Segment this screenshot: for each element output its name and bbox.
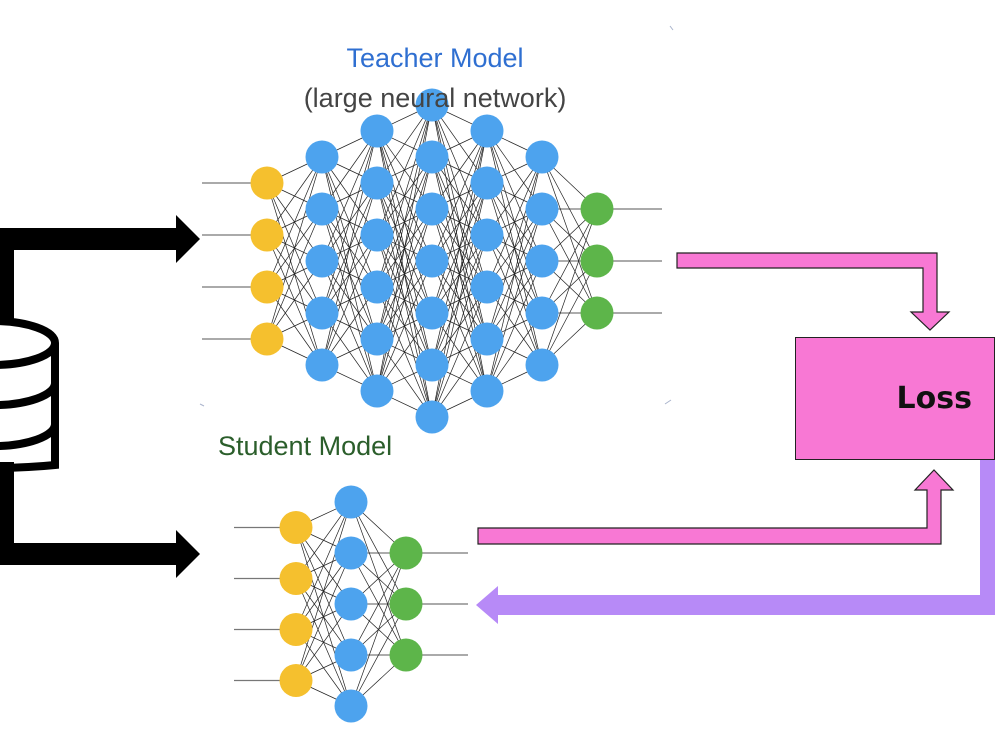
hidden-node bbox=[360, 166, 394, 200]
data-to-teacher-arrow bbox=[0, 215, 200, 320]
teacher-title: Teacher Model bbox=[346, 43, 524, 73]
connection bbox=[321, 182, 378, 366]
input-node bbox=[250, 166, 284, 200]
connection bbox=[431, 130, 488, 314]
connection bbox=[486, 260, 543, 392]
connection bbox=[350, 552, 407, 656]
crop-mark bbox=[199, 403, 205, 407]
input-node bbox=[279, 613, 313, 646]
connection bbox=[321, 130, 378, 262]
connection bbox=[266, 156, 323, 288]
input-node bbox=[250, 322, 284, 356]
hidden-node bbox=[470, 374, 504, 408]
connection bbox=[541, 208, 598, 366]
hidden-node bbox=[415, 88, 449, 122]
student-title: Student Model bbox=[218, 431, 393, 461]
hidden-node bbox=[360, 218, 394, 252]
loss-box: Loss bbox=[795, 337, 995, 460]
connection bbox=[266, 156, 323, 340]
output-node bbox=[389, 587, 423, 621]
hidden-node bbox=[415, 348, 449, 382]
connection bbox=[321, 234, 378, 366]
teacher-subtitle: (large neural network) bbox=[303, 83, 567, 113]
hidden-node bbox=[525, 192, 559, 226]
hidden-node bbox=[360, 322, 394, 356]
hidden-node bbox=[470, 166, 504, 200]
teacher-prediction-arrow bbox=[676, 252, 951, 331]
hidden-node bbox=[305, 296, 339, 330]
hidden-node bbox=[334, 638, 368, 672]
hidden-node bbox=[334, 587, 368, 621]
connection bbox=[486, 156, 543, 288]
database-icon bbox=[0, 317, 59, 472]
connection bbox=[350, 603, 407, 707]
connection bbox=[295, 552, 352, 681]
connection bbox=[486, 208, 543, 392]
connection bbox=[376, 208, 433, 392]
hidden-node bbox=[415, 244, 449, 278]
input-node bbox=[279, 664, 313, 697]
input-node bbox=[250, 218, 284, 252]
hidden-node bbox=[360, 270, 394, 304]
hidden-node bbox=[525, 140, 559, 174]
hidden-node bbox=[470, 322, 504, 356]
hidden-node bbox=[360, 114, 394, 148]
connection bbox=[376, 104, 433, 288]
hidden-node bbox=[470, 218, 504, 252]
connection bbox=[295, 501, 352, 630]
output-node bbox=[580, 192, 614, 226]
output-node bbox=[580, 244, 614, 278]
hidden-node bbox=[334, 485, 368, 519]
connection bbox=[541, 260, 598, 366]
input-node bbox=[279, 511, 313, 544]
connection bbox=[431, 130, 488, 262]
loss-label: Loss bbox=[896, 381, 972, 416]
input-node bbox=[279, 562, 313, 595]
hidden-node bbox=[305, 244, 339, 278]
crop-mark bbox=[664, 399, 672, 405]
connection bbox=[431, 286, 488, 418]
output-node bbox=[389, 638, 423, 672]
hidden-node bbox=[470, 270, 504, 304]
connection bbox=[486, 156, 543, 340]
hidden-node bbox=[334, 689, 368, 723]
connection bbox=[541, 208, 598, 314]
hidden-node bbox=[415, 140, 449, 174]
data-to-student-arrow bbox=[0, 462, 200, 578]
hidden-node bbox=[525, 348, 559, 382]
crop-mark bbox=[669, 25, 674, 31]
connection bbox=[376, 104, 433, 236]
connection bbox=[321, 130, 378, 314]
hidden-node bbox=[305, 348, 339, 382]
hidden-node bbox=[525, 244, 559, 278]
hidden-node bbox=[305, 192, 339, 226]
backprop-arrow bbox=[476, 460, 995, 624]
hidden-node bbox=[415, 400, 449, 434]
connection bbox=[350, 552, 407, 707]
connection bbox=[295, 501, 352, 681]
teacher-network bbox=[202, 88, 662, 434]
connection bbox=[266, 208, 323, 340]
hidden-node bbox=[415, 192, 449, 226]
hidden-node bbox=[334, 536, 368, 570]
hidden-node bbox=[415, 296, 449, 330]
output-node bbox=[389, 536, 423, 570]
hidden-node bbox=[470, 114, 504, 148]
hidden-node bbox=[305, 140, 339, 174]
hidden-node bbox=[525, 296, 559, 330]
student-prediction-arrow bbox=[477, 469, 955, 545]
student-network bbox=[234, 485, 468, 723]
input-node bbox=[250, 270, 284, 304]
connection bbox=[376, 260, 433, 392]
hidden-node bbox=[360, 374, 394, 408]
output-node bbox=[580, 296, 614, 330]
connection bbox=[431, 234, 488, 418]
